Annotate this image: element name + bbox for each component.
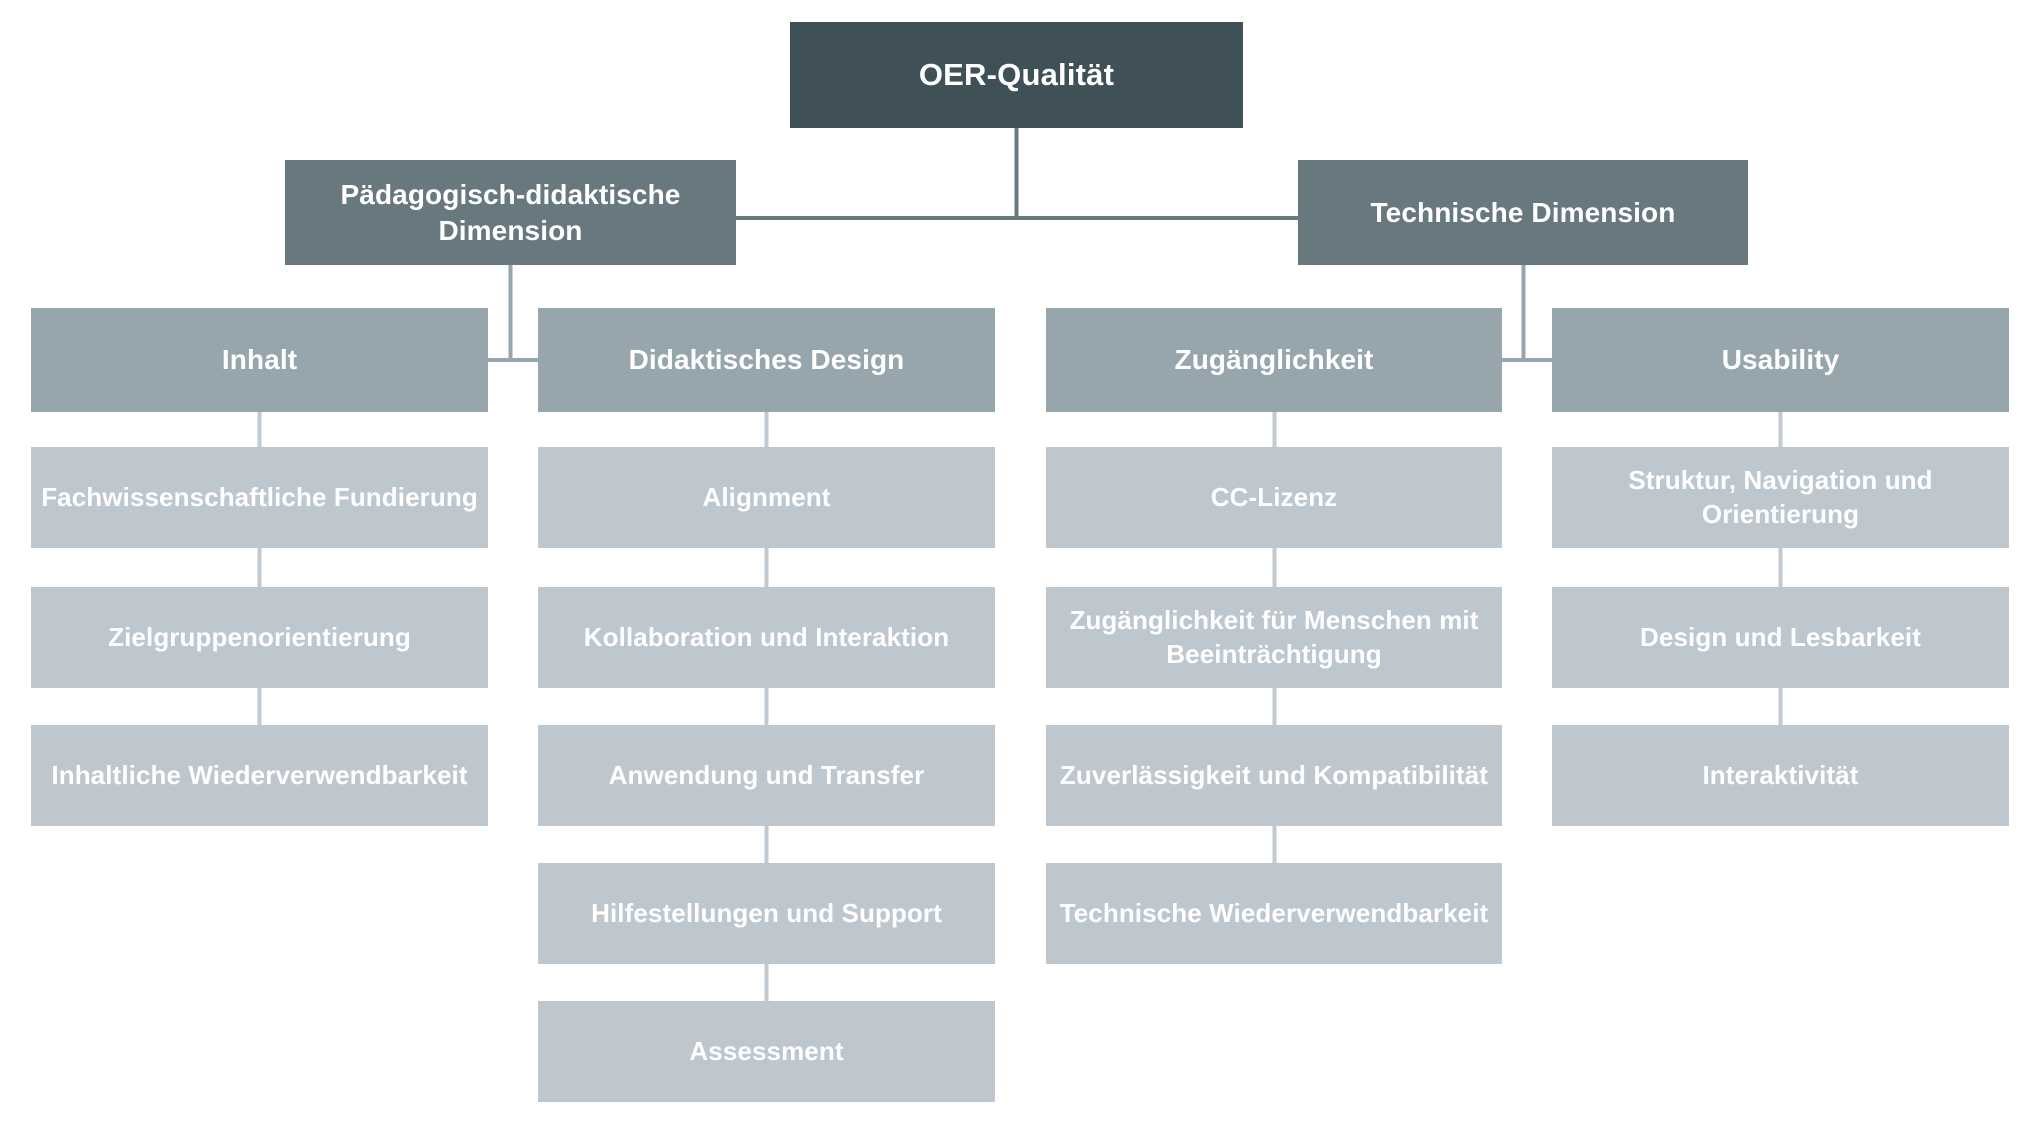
node-root-oer-qualitaet[interactable]: OER-Qualität xyxy=(790,22,1243,128)
leaf-cc-lizenz[interactable]: CC-Lizenz xyxy=(1046,447,1502,548)
leaf-label: Assessment xyxy=(689,1035,844,1066)
leaf-label: Zielgruppenorientierung xyxy=(108,621,411,652)
leaf-label: Alignment xyxy=(702,481,831,512)
node-category-inhalt[interactable]: Inhalt xyxy=(31,308,488,412)
leaf-label: Hilfestellungen und Support xyxy=(591,897,942,928)
node-dimension-label: Pädagogisch-didaktische Dimension xyxy=(340,178,681,246)
leaf-label: Struktur, Navigation und Orientierung xyxy=(1628,465,1933,529)
leaf-label: Interaktivität xyxy=(1702,759,1859,790)
leaf-kollaboration-und-interaktion[interactable]: Kollaboration und Interaktion xyxy=(538,587,995,688)
leaf-struktur-navigation-und-orientierung[interactable]: Struktur, Navigation und Orientierung xyxy=(1552,447,2009,548)
leaf-fachwissenschaftliche-fundierung[interactable]: Fachwissenschaftliche Fundierung xyxy=(31,447,488,548)
leaf-label: Design und Lesbarkeit xyxy=(1640,621,1921,652)
leaf-technische-wiederverwendbarkeit[interactable]: Technische Wiederverwendbarkeit xyxy=(1046,863,1502,964)
leaf-anwendung-und-transfer[interactable]: Anwendung und Transfer xyxy=(538,725,995,826)
leaf-design-und-lesbarkeit[interactable]: Design und Lesbarkeit xyxy=(1552,587,2009,688)
leaf-zuverlaessigkeit-und-kompatibilitaet[interactable]: Zuverlässigkeit und Kompatibilität xyxy=(1046,725,1502,826)
node-dimension-technisch[interactable]: Technische Dimension xyxy=(1298,160,1748,265)
leaf-inhaltliche-wiederverwendbarkeit[interactable]: Inhaltliche Wiederverwendbarkeit xyxy=(31,725,488,826)
leaf-label: Anwendung und Transfer xyxy=(608,759,925,790)
node-root-label: OER-Qualität xyxy=(918,57,1115,93)
leaf-label: CC-Lizenz xyxy=(1210,481,1338,512)
node-category-zugaenglichkeit[interactable]: Zugänglichkeit xyxy=(1046,308,1502,412)
leaf-zielgruppenorientierung[interactable]: Zielgruppenorientierung xyxy=(31,587,488,688)
leaf-assessment[interactable]: Assessment xyxy=(538,1001,995,1102)
node-category-label: Inhalt xyxy=(221,344,298,376)
node-category-label: Zugänglichkeit xyxy=(1174,344,1374,376)
leaf-interaktivitaet[interactable]: Interaktivität xyxy=(1552,725,2009,826)
leaf-label: Kollaboration und Interaktion xyxy=(583,621,950,652)
leaf-label: Zuverlässigkeit und Kompatibilität xyxy=(1059,759,1489,790)
leaf-label: Technische Wiederverwendbarkeit xyxy=(1059,897,1489,928)
leaf-label: Inhaltliche Wiederverwendbarkeit xyxy=(51,759,468,790)
node-category-usability[interactable]: Usability xyxy=(1552,308,2009,412)
leaf-label: Zugänglichkeit für Menschen mit Beeinträ… xyxy=(1069,605,1479,669)
node-category-label: Usability xyxy=(1721,344,1840,376)
node-category-didaktisches-design[interactable]: Didaktisches Design xyxy=(538,308,995,412)
leaf-alignment[interactable]: Alignment xyxy=(538,447,995,548)
node-dimension-paedagogisch-didaktisch[interactable]: Pädagogisch-didaktische Dimension xyxy=(285,160,736,265)
leaf-label: Fachwissenschaftliche Fundierung xyxy=(41,481,478,512)
node-category-label: Didaktisches Design xyxy=(628,344,905,376)
node-dimension-label: Technische Dimension xyxy=(1370,196,1676,228)
leaf-zugaenglichkeit-fuer-menschen-mit-beeintraechtigung[interactable]: Zugänglichkeit für Menschen mit Beeinträ… xyxy=(1046,587,1502,688)
leaf-hilfestellungen-und-support[interactable]: Hilfestellungen und Support xyxy=(538,863,995,964)
